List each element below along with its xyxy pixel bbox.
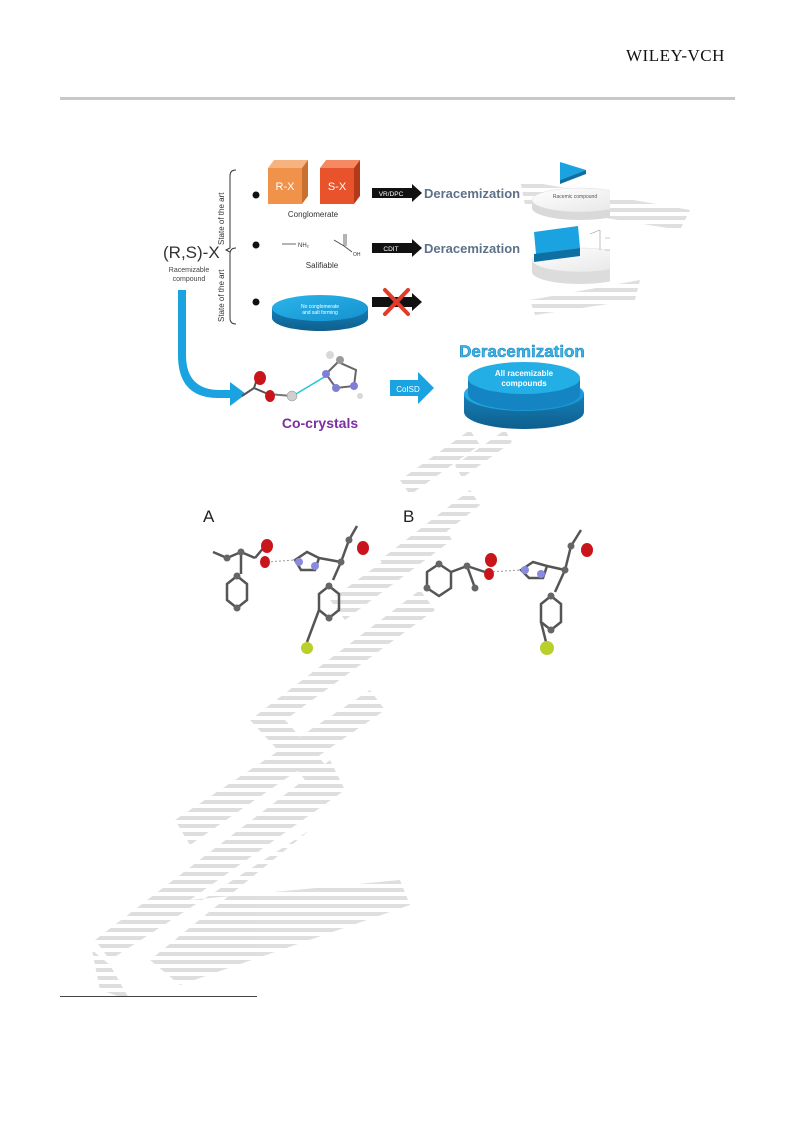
panel-a-label: A bbox=[203, 507, 215, 526]
structure-b bbox=[425, 529, 583, 647]
footnote-rule bbox=[60, 996, 257, 997]
salifiable-pie bbox=[531, 226, 610, 284]
panel-b-label: B bbox=[403, 507, 414, 526]
row1-result: Deracemization bbox=[424, 186, 520, 201]
svg-text:R-X: R-X bbox=[276, 181, 296, 193]
nh2-label: NH₂ bbox=[298, 243, 310, 249]
svg-text:No conglomerate: No conglomerate bbox=[301, 304, 339, 310]
header-rule bbox=[60, 97, 735, 100]
svg-text:All racemizable: All racemizable bbox=[495, 369, 554, 378]
blocked-arrow bbox=[372, 288, 422, 316]
atoms-b bbox=[423, 542, 593, 655]
row1-caption: Conglomerate bbox=[288, 210, 339, 219]
all-racemizable-pie: All racemizable compounds bbox=[464, 362, 584, 429]
atoms-a bbox=[223, 536, 369, 654]
acid-structure bbox=[333, 234, 353, 253]
red-cross-icon bbox=[383, 288, 410, 316]
arrow-coisd: CoISD bbox=[390, 372, 434, 404]
bottom-result: Deracemization bbox=[459, 342, 585, 361]
start-label-line2: compound bbox=[173, 276, 206, 283]
bullet-1 bbox=[252, 191, 260, 199]
start-compound: (R,S)-X bbox=[163, 243, 220, 262]
bracket-upper bbox=[224, 169, 237, 253]
row2-result: Deracemization bbox=[424, 241, 520, 256]
bracket-lower bbox=[229, 247, 237, 325]
arrow-cdit: CDIT bbox=[372, 239, 422, 257]
structure-a bbox=[212, 525, 359, 643]
svg-text:CDIT: CDIT bbox=[383, 246, 398, 253]
bullet-2 bbox=[252, 241, 260, 249]
publisher-logo: WILEY-VCH bbox=[626, 46, 725, 65]
cube-r-x: R-X bbox=[268, 160, 308, 204]
start-label-line1: Racemizable bbox=[169, 267, 210, 274]
crystal-structures-figure: A B bbox=[203, 507, 593, 655]
curved-arrow-icon bbox=[178, 290, 246, 406]
svg-text:S-X: S-X bbox=[328, 181, 347, 193]
no-conglomerate-pie: No conglomerate and salt forming bbox=[272, 288, 368, 331]
cube-s-x: S-X bbox=[320, 160, 360, 204]
row2-caption: Salifiable bbox=[306, 261, 339, 270]
svg-text:CoISD: CoISD bbox=[396, 385, 420, 394]
arrow-vr-dpc: VR/DPC bbox=[372, 184, 422, 202]
deracemization-scheme: (R,S)-X Racemizable compound State of th… bbox=[163, 160, 610, 431]
svg-text:and salt forming: and salt forming bbox=[302, 310, 338, 316]
racemic-pie: Racemic compound bbox=[531, 162, 610, 220]
cocrystals-label: Co-crystals bbox=[282, 415, 358, 431]
cocrystal-molecule bbox=[241, 351, 363, 402]
side-label-upper: State of the art bbox=[217, 192, 226, 245]
svg-text:VR/DPC: VR/DPC bbox=[379, 191, 404, 198]
bullet-3 bbox=[252, 298, 260, 306]
svg-text:Racemic compound: Racemic compound bbox=[553, 194, 597, 200]
oh-label: OH bbox=[353, 252, 361, 258]
side-label-lower: State of the art bbox=[217, 269, 226, 322]
svg-text:compounds: compounds bbox=[501, 379, 547, 388]
